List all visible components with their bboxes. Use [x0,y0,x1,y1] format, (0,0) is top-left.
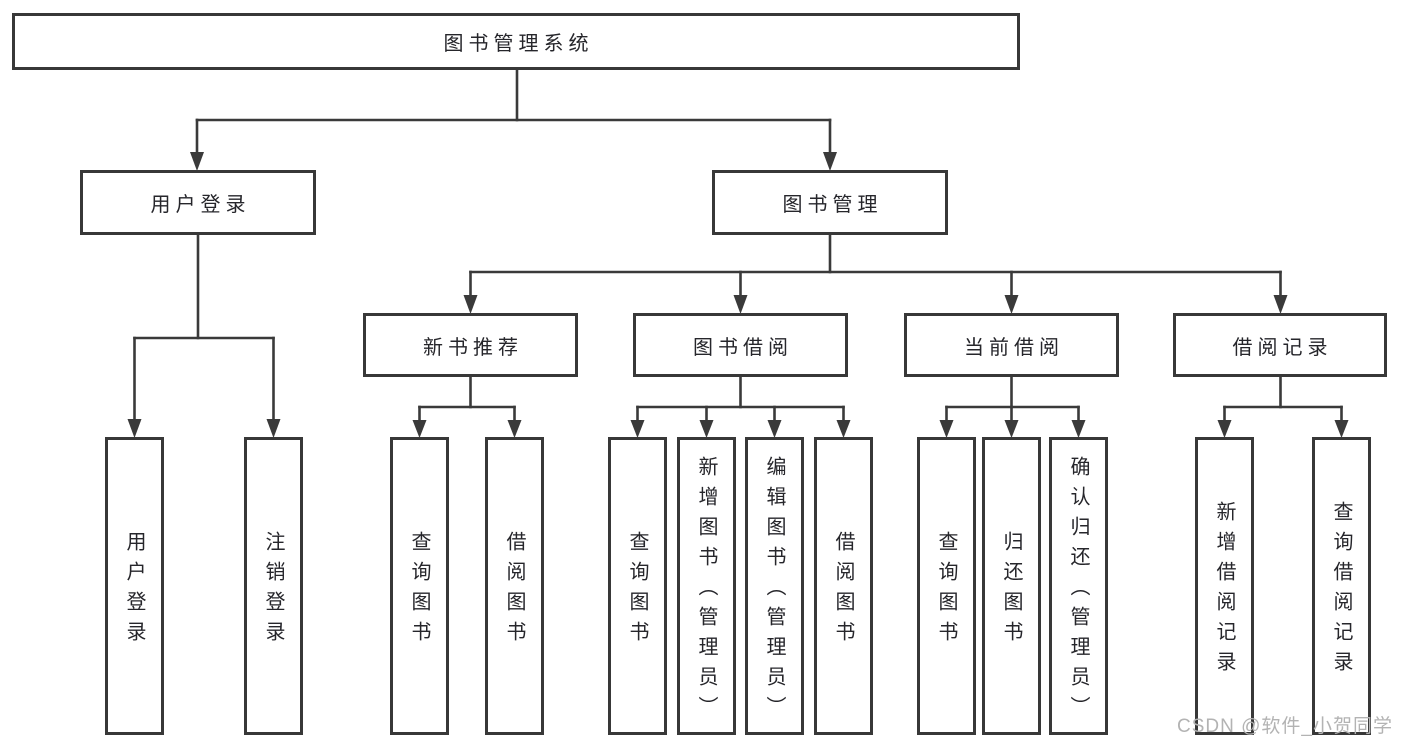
connector-user-login-children [127,231,281,438]
arrowhead [463,295,478,314]
arrowhead [1071,420,1086,438]
leaf-user-login: 用户登录 [105,437,164,735]
leaf-borrow-edit-books-admin: 编辑图书（管理员） [745,437,804,735]
node-borrow-records: 借阅记录 [1173,313,1387,377]
node-root: 图书管理系统 [12,13,1020,70]
leaf-borrow-add-books-admin: 新增图书（管理员） [677,437,736,735]
node-borrow-records-label: 借阅记录 [1232,336,1333,359]
arrowhead [630,420,645,438]
arrowhead [127,419,142,438]
arrowhead [1004,420,1019,438]
node-root-label: 图书管理系统 [443,33,594,55]
arrowhead [823,152,837,171]
arrowhead [190,152,204,171]
leaf-newbook-borrow-books: 借阅图书 [485,437,544,735]
connector-book-borrow-children [630,373,851,438]
leaf-records-add-record: 新增借阅记录 [1195,437,1254,735]
node-book-borrow-label: 图书借阅 [693,336,793,359]
arrowhead [412,420,427,438]
connector-new-book-children [412,373,522,438]
watermark: CSDN @软件_小贺同学 [1177,716,1393,737]
connector-root-to-level2 [190,66,837,171]
leaf-logout: 注销登录 [244,437,303,735]
leaf-records-query-record: 查询借阅记录 [1312,437,1371,735]
leaf-current-confirm-return-admin: 确认归还（管理员） [1049,437,1108,735]
node-current-borrow-label: 当前借阅 [964,336,1064,359]
arrowhead [266,419,281,438]
leaf-borrow-query-books: 查询图书 [608,437,667,735]
arrowhead [1273,295,1288,314]
arrowhead [507,420,522,438]
arrowhead [699,420,714,438]
node-book-management: 图书管理 [712,170,948,235]
arrowhead [1334,420,1349,438]
node-new-book-recommend-label: 新书推荐 [423,336,523,359]
connector-book-mgmt-children [463,231,1288,314]
leaf-current-query-books: 查询图书 [917,437,976,735]
leaf-borrow-borrow-books: 借阅图书 [814,437,873,735]
node-new-book-recommend: 新书推荐 [363,313,578,377]
connector-borrow-records-children [1217,373,1349,438]
connector-current-borrow-children [939,373,1086,438]
arrowhead [767,420,782,438]
arrowhead [1217,420,1232,438]
node-user-login-label: 用户登录 [150,194,251,216]
leaf-current-return-books: 归还图书 [982,437,1041,735]
arrowhead [836,420,851,438]
node-book-management-label: 图书管理 [782,194,883,216]
node-user-login: 用户登录 [80,170,316,235]
arrowhead [733,295,748,314]
node-book-borrow: 图书借阅 [633,313,848,377]
arrowhead [1004,295,1019,314]
leaf-newbook-query-books: 查询图书 [390,437,449,735]
node-current-borrow: 当前借阅 [904,313,1119,377]
arrowhead [939,420,954,438]
